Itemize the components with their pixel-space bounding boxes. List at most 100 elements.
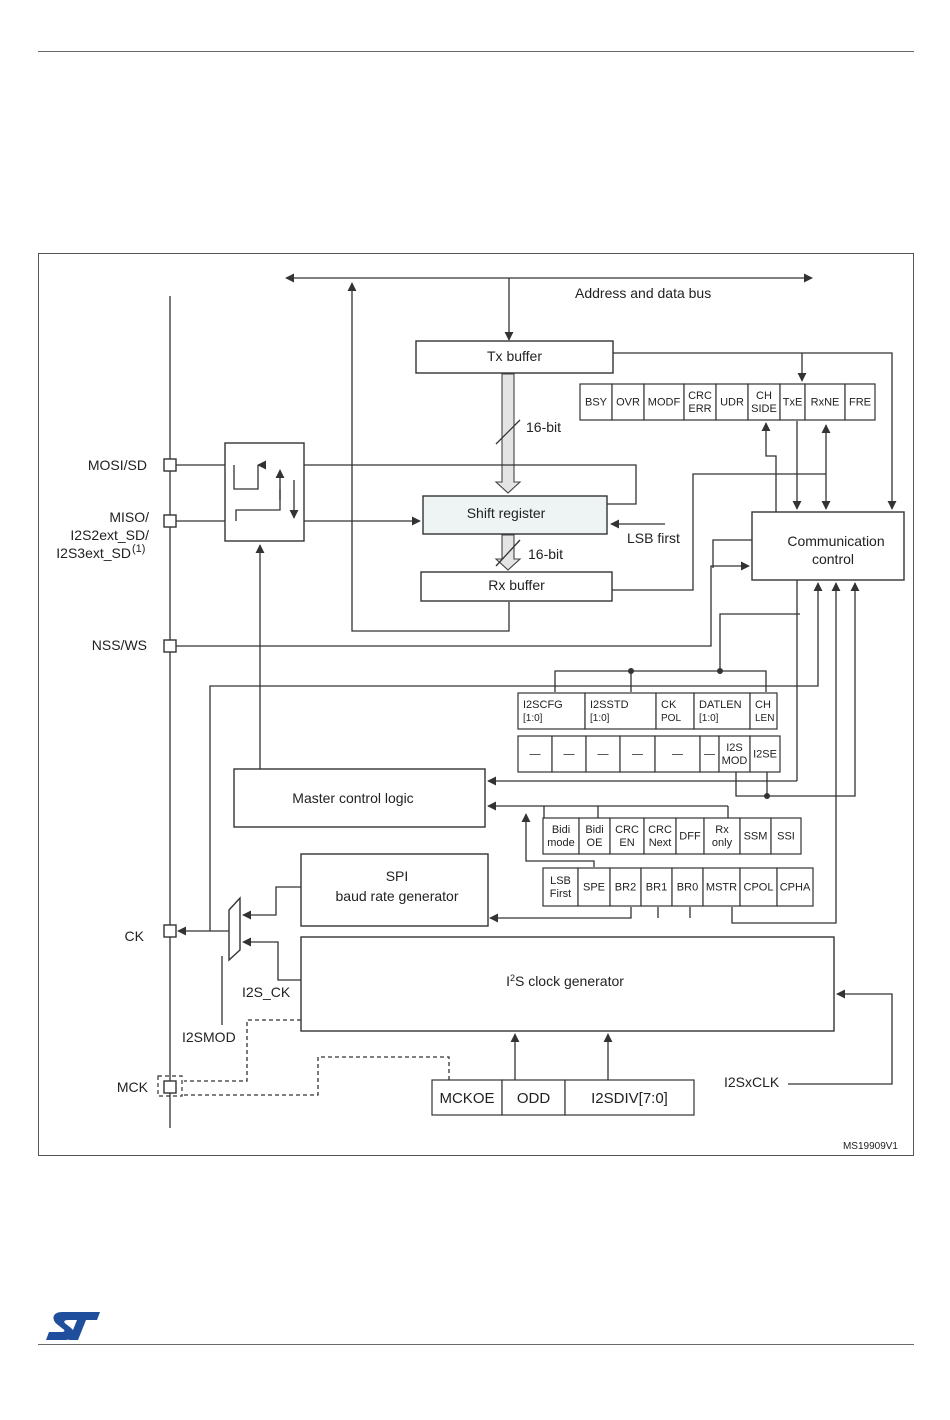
figure-id: MS19909V1	[843, 1141, 898, 1152]
cfg-row2-cell-6-text-1: MOD	[722, 755, 748, 767]
ck-to-comm-arrow	[209, 582, 823, 931]
cfg-row2-cell-3	[619, 735, 656, 773]
clock-mux	[228, 896, 241, 962]
cr1-row2-cell-4-text-0: BR0	[677, 882, 698, 894]
ck-pin	[163, 924, 177, 938]
footer-rule	[38, 1344, 914, 1345]
cr1-row1-cell-1-text-0: Bidi	[585, 824, 603, 836]
i2s-clock-label-sup: 2	[510, 973, 515, 983]
tx-to-comm-line	[613, 352, 897, 510]
cfg-row2-cell-7	[749, 735, 781, 773]
i2s-clock-generator	[300, 936, 835, 1032]
io-mux-block	[224, 442, 305, 542]
cfg-row2-cell-6-text-0: I2S	[726, 742, 743, 754]
cfg-row1-cell-1	[584, 692, 657, 730]
cr1-row1-cell-2-text-0: CRC	[615, 824, 639, 836]
cr1-row1-cell-0-text-1: mode	[547, 837, 575, 849]
comm-to-chside-arrow	[761, 422, 777, 512]
cfg-row1-cell-3-text-1: [1:0]	[699, 713, 719, 724]
cr1-row2-cell-3-text-0: BR1	[646, 882, 667, 894]
cfg-row1-cell-1-text-1: [1:0]	[590, 713, 610, 724]
cfg-row2-cell-1-text-0: —	[564, 749, 575, 761]
cr1-row1-cell-0-text-0: Bidi	[552, 824, 570, 836]
cfg-row1-cell-1-text-0: I2SSTD	[590, 699, 629, 711]
cr1-row1-cell-4-text-0: DFF	[679, 831, 701, 843]
sr-row-cell-3-text-1: ERR	[688, 403, 711, 415]
cfg-row2-cell-0	[517, 735, 553, 773]
sr-row-cell-4	[715, 383, 749, 421]
baud-to-mux-arrow	[242, 886, 301, 920]
i2s-clock-label: I2S clock generator	[506, 973, 624, 989]
cr1-row1-cell-0	[542, 817, 580, 855]
cfg-junction-2	[717, 668, 723, 674]
cfg-row2-cell-2-text-0: —	[598, 749, 609, 761]
cr1-row2-cell-5	[702, 867, 741, 907]
sr-row-cell-0-text-0: BSY	[585, 397, 608, 409]
i2sxclk-label: I2SxCLK	[724, 1074, 780, 1090]
cr1-row1-cell-1-text-1: OE	[587, 837, 603, 849]
cfg-junction-1	[628, 668, 634, 674]
cfg-row2-cell-7-text-0: I2SE	[753, 749, 777, 761]
sr-row-cell-5	[747, 383, 781, 421]
bits-tx-label: 16-bit	[526, 419, 561, 435]
bits-rx-label: 16-bit	[528, 546, 563, 562]
rx-buffer-label: Rx buffer	[488, 577, 545, 593]
br-to-baud-arrow	[489, 907, 632, 923]
cr1-row2-cell-4	[671, 867, 704, 907]
cr1-row1-cell-5-text-1: only	[712, 837, 733, 849]
shift-register	[422, 495, 608, 535]
shift-to-mosi-line	[172, 464, 637, 505]
cr1-row1-cell-5-text-0: Rx	[715, 824, 729, 836]
cfg-row2-cell-6	[718, 735, 751, 773]
sr-row-cell-8	[844, 383, 876, 421]
st-logo-icon	[46, 1312, 100, 1340]
cfg-row1-cell-2-text-0: CK	[661, 699, 677, 711]
cr1-row1-cell-7-text-0: SSI	[777, 831, 795, 843]
cfg-row2-cell-5-text-0: —	[704, 749, 715, 761]
sr-row-cell-7	[804, 383, 846, 421]
cfg-row1-cell-4-text-0: CH	[755, 699, 771, 711]
cr1-row1-cell-5	[703, 817, 741, 855]
comm-control-label-2: control	[812, 551, 854, 567]
spi-baud-label-2: baud rate generator	[336, 888, 459, 904]
i2s-ck-label: I2S_CK	[242, 984, 291, 1000]
cfg-row1-cell-3-text-0: DATLEN	[699, 699, 742, 711]
pr-row-cell-2-text-0: I2SDIV[7:0]	[591, 1090, 668, 1107]
cr1-row2-cell-2-text-0: BR2	[615, 882, 636, 894]
mck-pin	[163, 1080, 177, 1094]
cr1-row1-cell-6-text-0: SSM	[744, 831, 768, 843]
mck-dashed-path-2	[184, 1056, 450, 1096]
mck-label: MCK	[117, 1079, 149, 1095]
mosi-label: MOSI/SD	[88, 457, 147, 473]
sr-row-cell-2-text-0: MODF	[648, 397, 681, 409]
cfg-row1-cell-0-text-0: I2SCFG	[523, 699, 563, 711]
master-control-logic	[233, 768, 486, 828]
io-mux-path-a	[233, 465, 259, 490]
comm-to-nss-line	[712, 539, 752, 568]
miso-footnote: (1)	[132, 543, 145, 555]
header-rule	[38, 51, 914, 52]
cr1-row2-cell-2	[609, 867, 642, 907]
cr1-row2-cell-0-text-1: First	[550, 888, 571, 900]
i2sck-to-mux-arrow	[242, 937, 301, 981]
cfg-row2-cell-2	[585, 735, 621, 773]
cfg-row1-bus	[554, 670, 767, 692]
tx-buffer-label: Tx buffer	[487, 348, 542, 364]
cr1-row1-cell-2	[609, 817, 645, 855]
figure-frame	[38, 253, 914, 1156]
shift-register-label: Shift register	[467, 505, 546, 521]
cfg-row1-cell-2-text-1: POL	[661, 713, 681, 724]
lsbfirst-spe-arrow	[521, 813, 595, 867]
sr-row-cell-4-text-0: UDR	[720, 397, 744, 409]
nss-pin	[163, 639, 177, 653]
cfg-row2-cell-4-text-0: —	[672, 749, 683, 761]
cfg-to-comm-line	[719, 613, 800, 671]
cr1-row1-cell-2-text-1: EN	[619, 837, 634, 849]
cr1-row2-cell-0-text-0: LSB	[550, 875, 571, 887]
sr-row-cell-7-text-0: RxNE	[811, 397, 840, 409]
